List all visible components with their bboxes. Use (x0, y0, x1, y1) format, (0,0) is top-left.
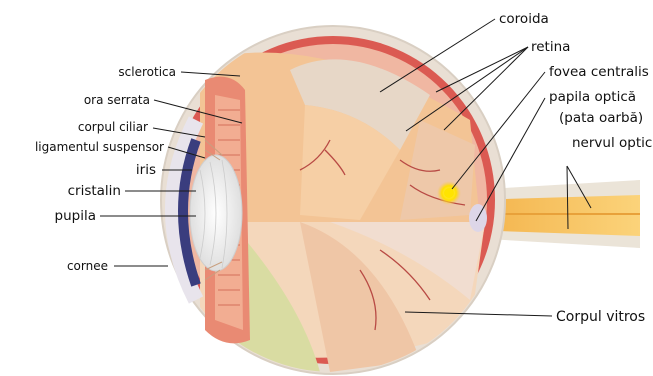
label-cornee: cornee (67, 259, 108, 273)
label-corpul-vitros: Corpul vitros (556, 309, 645, 325)
label-fovea-centralis: fovea centralis (549, 64, 649, 80)
label-pupila: pupila (55, 208, 96, 224)
label-sclerotica: sclerotica (118, 65, 176, 79)
label-nervul-optic: nervul optic (572, 135, 652, 151)
label-iris: iris (136, 162, 156, 178)
label-coroida: coroida (499, 11, 549, 27)
label-retina: retina (531, 39, 570, 55)
label-ligamentul-suspensor: ligamentul suspensor (35, 140, 164, 154)
label-papila-optica: papila optică (549, 89, 636, 105)
label-corpul-ciliar: corpul ciliar (78, 120, 148, 134)
label-ora-serrata: ora serrata (84, 93, 150, 107)
label-cristalin: cristalin (68, 183, 121, 199)
label-pata-oarba: (pata oarbă) (559, 110, 643, 126)
